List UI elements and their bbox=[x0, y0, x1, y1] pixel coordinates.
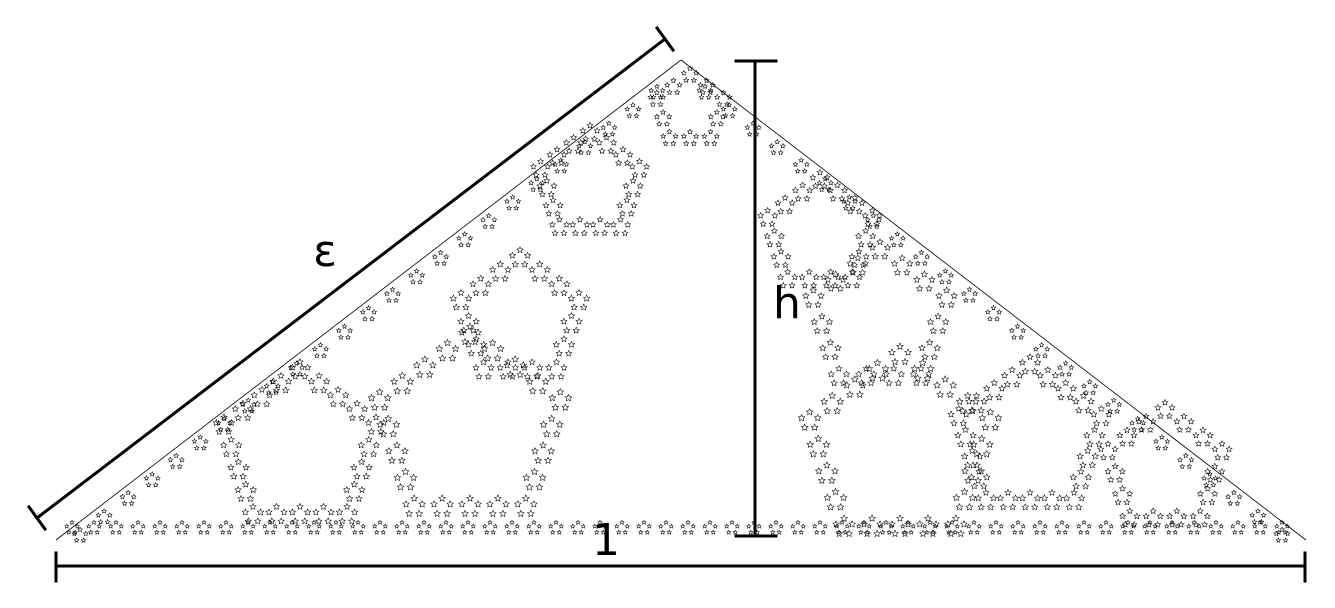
hypotenuse-label: ε bbox=[313, 226, 337, 277]
pentaflake-fractal bbox=[64, 65, 1291, 543]
hypotenuse-dimension-end-left bbox=[26, 504, 48, 532]
hypotenuse-dimension-end-right bbox=[654, 25, 676, 53]
base-dimension bbox=[54, 551, 1307, 583]
triangle-left-side bbox=[55, 59, 682, 541]
height-dimension bbox=[734, 59, 778, 538]
triangle-right-side bbox=[680, 59, 1307, 541]
hypotenuse-dimension-line bbox=[34, 36, 668, 521]
pentaflake-pattern bbox=[64, 65, 1291, 543]
base-label: 1 bbox=[592, 515, 620, 566]
height-label: h bbox=[773, 278, 801, 329]
hypotenuse-dimension bbox=[26, 25, 676, 532]
